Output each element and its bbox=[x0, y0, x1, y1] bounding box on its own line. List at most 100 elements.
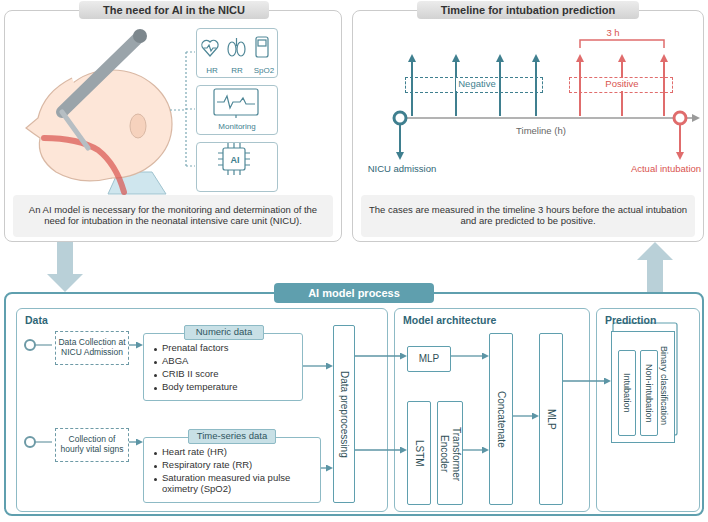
flow-arrow bbox=[57, 242, 73, 274]
source-box: Collection of hourly vital signs bbox=[55, 428, 129, 462]
box-label: Data Collection at NICU Admission bbox=[56, 332, 128, 364]
box-label: Concatenate bbox=[490, 334, 512, 504]
negative-arrow bbox=[408, 54, 416, 62]
process-panel: AI model processDataData Collection at N… bbox=[4, 292, 704, 516]
bullet-item: Saturation measured via pulse oximetry (… bbox=[154, 473, 314, 499]
section-box: DataData Collection at NICU AdmissionNum… bbox=[16, 308, 388, 512]
box-label: MLP bbox=[540, 334, 562, 504]
vital-sign-icons bbox=[228, 42, 236, 56]
layer-box: Transformer Encoder bbox=[437, 401, 463, 505]
ai-chip-icon bbox=[218, 143, 250, 175]
range-label: Positive bbox=[602, 78, 642, 91]
negative-arrow bbox=[499, 60, 501, 116]
admission-marker bbox=[394, 112, 406, 124]
admission-marker bbox=[394, 112, 406, 160]
box-label: Binary classification bbox=[656, 334, 672, 438]
collection-icon bbox=[25, 340, 52, 447]
range-label: Negative bbox=[456, 78, 498, 91]
vital-sign-icons bbox=[256, 37, 268, 57]
monitor-icon bbox=[217, 96, 255, 108]
section-title: Data bbox=[25, 313, 105, 327]
icon-box: Monitoring bbox=[196, 85, 278, 135]
time-bracket bbox=[580, 40, 664, 48]
icon-box: AI bbox=[196, 142, 278, 192]
connector-arrow bbox=[303, 365, 326, 366]
vital-sign-label: SpO2 bbox=[250, 65, 278, 76]
layer-box: Concatenate bbox=[489, 333, 513, 505]
bullet-item: Prenatal factors bbox=[154, 343, 298, 356]
box-label: Data preprocessing bbox=[334, 326, 354, 502]
connector-arrow bbox=[451, 355, 482, 356]
collection-icon bbox=[25, 437, 35, 447]
collection-icon bbox=[35, 344, 52, 345]
box-label: LSTM bbox=[408, 402, 430, 504]
baby-illustration bbox=[130, 114, 146, 138]
class-box: Intubation bbox=[618, 350, 636, 436]
vital-sign-icons bbox=[202, 37, 268, 57]
positive-arrow bbox=[660, 54, 668, 62]
caption-text: An AI model is necessary for the monitor… bbox=[13, 195, 333, 237]
box-label: Collection of hourly vital signs bbox=[56, 429, 128, 461]
negative-arrow bbox=[496, 54, 504, 62]
vital-sign-icons bbox=[202, 40, 218, 56]
timeline-label: Timeline (h) bbox=[505, 124, 577, 136]
bullet-item: Body temperature bbox=[154, 382, 298, 395]
section-box: PredictionBinary classificationIntubatio… bbox=[596, 308, 700, 512]
bullet-item: CRIB II score bbox=[154, 369, 298, 382]
icon-label: AI bbox=[224, 149, 246, 171]
box-label: MLP bbox=[408, 347, 450, 371]
panel-title: AI model process bbox=[274, 283, 434, 303]
vital-sign-icons bbox=[204, 45, 216, 51]
positive-arrow bbox=[618, 54, 626, 62]
caption-text: The cases are measured in the timeline 3… bbox=[361, 195, 695, 237]
bullet-item: Respiratory rate (RR) bbox=[154, 460, 314, 473]
timeline-axis bbox=[398, 117, 692, 119]
positive-arrow bbox=[576, 54, 584, 62]
flow-arrow bbox=[647, 260, 663, 292]
monitor-icon bbox=[214, 89, 258, 118]
intubation-marker bbox=[676, 152, 684, 160]
collection-icon bbox=[25, 340, 35, 350]
intubation-marker bbox=[679, 124, 681, 154]
negative-arrow bbox=[532, 54, 540, 62]
monitor-icon bbox=[235, 115, 236, 118]
baby-illustration bbox=[62, 38, 138, 112]
vital-sign-icons bbox=[237, 42, 245, 56]
connector-arrow bbox=[463, 449, 482, 450]
negative-arrow bbox=[452, 54, 460, 62]
negative-arrow bbox=[411, 60, 413, 116]
vital-sign-label: HR bbox=[200, 65, 224, 76]
layer-box: MLP bbox=[539, 333, 563, 505]
layer-box: MLP bbox=[407, 346, 451, 372]
class-box: Non-intubation bbox=[640, 350, 658, 436]
intubation-marker bbox=[674, 112, 686, 124]
baby-illustration bbox=[26, 78, 112, 181]
positive-arrow bbox=[576, 54, 668, 116]
panel-title: The need for AI in the NICU bbox=[79, 1, 269, 19]
ai-chip-icon bbox=[223, 148, 245, 170]
timeline-label: NICU admission bbox=[360, 162, 444, 174]
icon-label: Monitoring bbox=[197, 121, 277, 133]
section-title: Model architecture bbox=[403, 313, 583, 327]
vital-sign-label: RR bbox=[226, 65, 248, 76]
layer-box: LSTM bbox=[407, 401, 431, 505]
connector-arrow bbox=[563, 380, 604, 381]
monitor-icon bbox=[214, 89, 258, 115]
timeline-label: Actual intubation bbox=[626, 162, 706, 174]
bullet-item: Heart rate (HR) bbox=[154, 447, 314, 460]
connector-arrow bbox=[129, 441, 136, 442]
intubation-marker bbox=[674, 112, 686, 160]
icon-box: HRRRSpO2 bbox=[196, 28, 278, 78]
collection-icon bbox=[35, 441, 52, 442]
connector-arrow bbox=[321, 467, 326, 468]
box-label: Transformer Encoder bbox=[438, 419, 462, 489]
source-box: Data Collection at NICU Admission bbox=[55, 331, 129, 365]
box-label: Intubation bbox=[619, 351, 635, 435]
baby-illustration bbox=[133, 29, 147, 43]
connector-arrow bbox=[355, 449, 400, 450]
section-box: Model architectureMLP LSTM Transformer Enc… bbox=[394, 308, 590, 512]
connector-arrow bbox=[513, 415, 532, 416]
timeline-axis bbox=[398, 114, 700, 122]
leader-line bbox=[170, 52, 195, 166]
